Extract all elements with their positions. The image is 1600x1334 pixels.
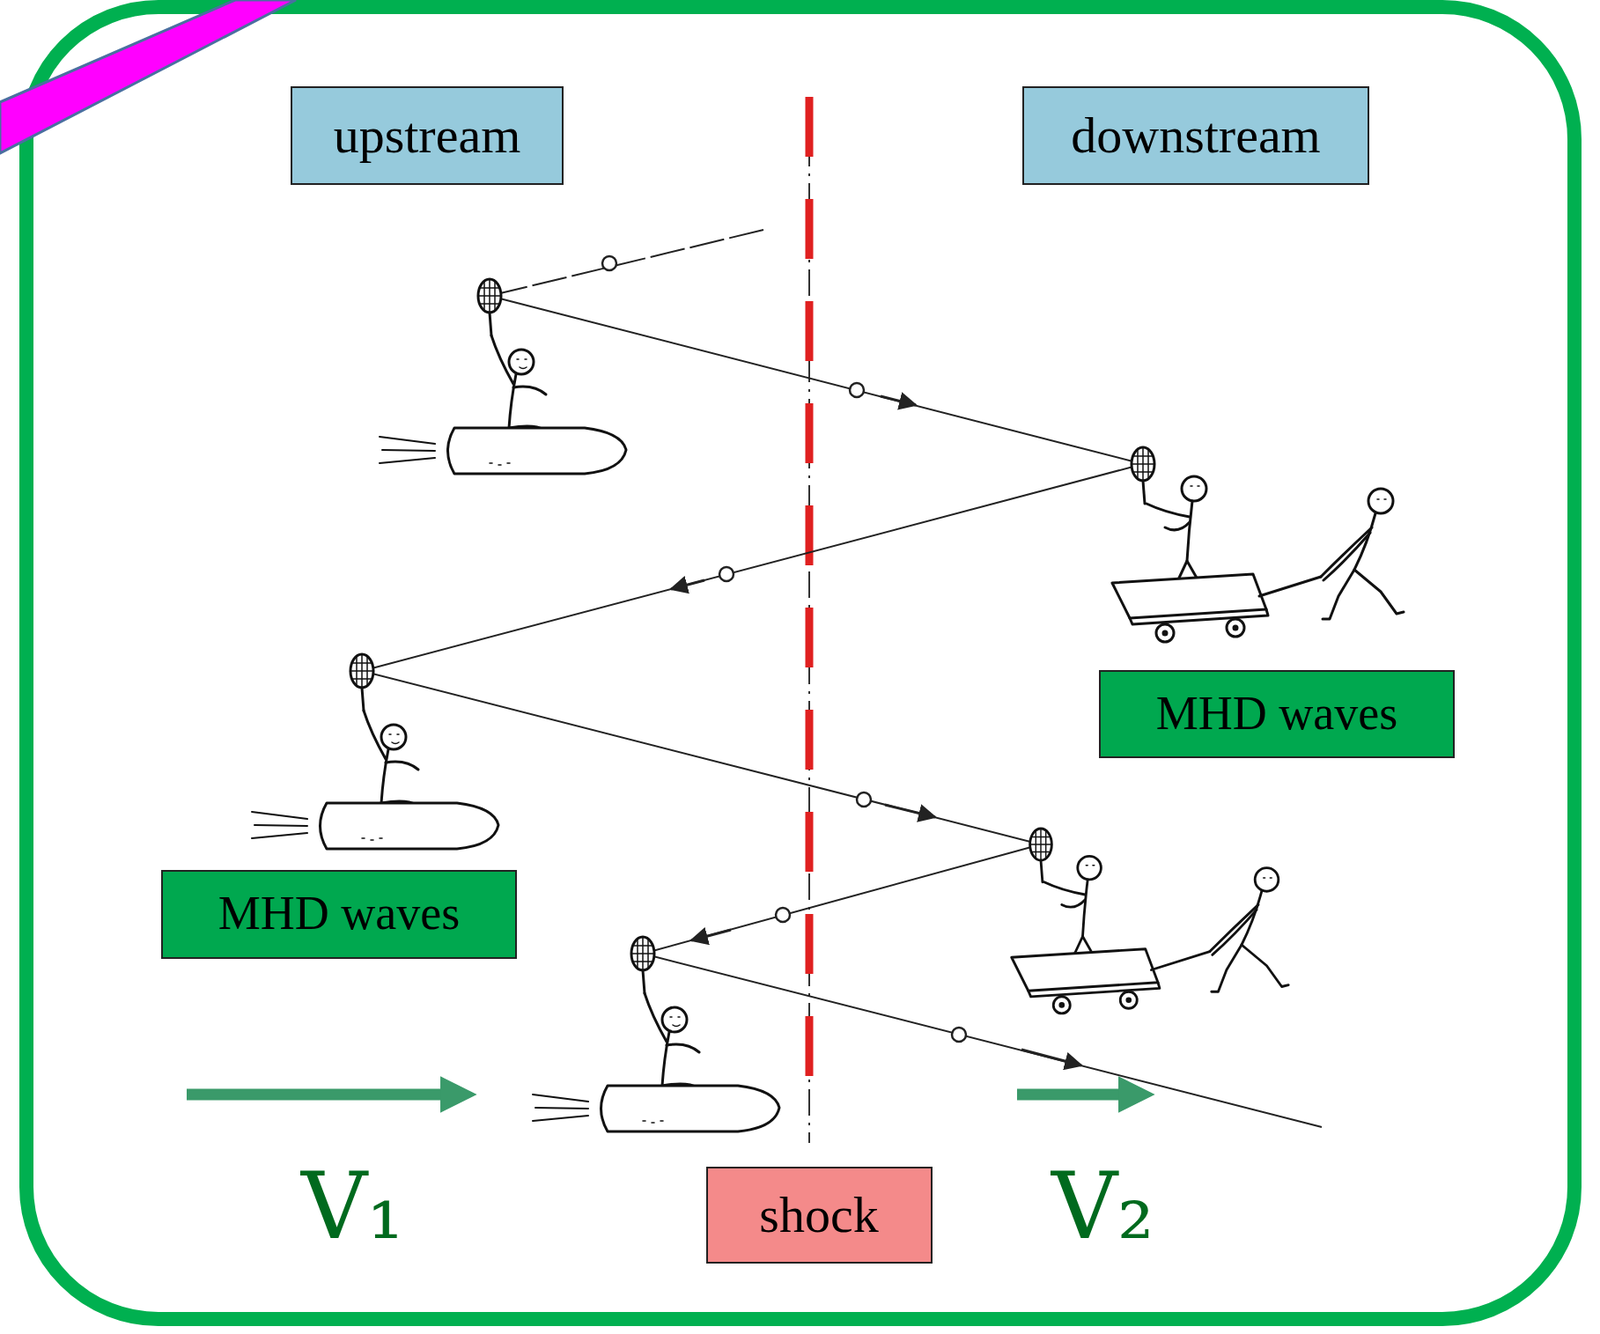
velocity-label: V₂: [1051, 1160, 1155, 1253]
particle-arrows: [691, 929, 731, 941]
particle-ball: [775, 907, 790, 922]
shock-front: [809, 96, 811, 1143]
particle-path: [489, 229, 764, 296]
box-label: shock: [759, 1187, 878, 1244]
particle-ball: [856, 792, 871, 807]
particle-arrows: [880, 396, 916, 406]
particle-arrows: [1021, 1049, 1082, 1066]
particle-ball: [849, 383, 864, 398]
box-label: MHD waves: [1156, 687, 1398, 740]
particle-ball: [719, 567, 734, 582]
box-label: MHD waves: [218, 887, 460, 940]
upstream-scatterer: [251, 654, 499, 849]
wave-box: MHD waves: [161, 870, 517, 959]
downstream-scatterer: [1011, 828, 1289, 1014]
box-label: upstream: [333, 107, 522, 164]
upstream-scatterer: [532, 936, 780, 1132]
page-frame: [26, 7, 1575, 1320]
region-box: upstream: [290, 86, 564, 185]
particle-ball: [951, 1027, 966, 1042]
wave-box: MHD waves: [1098, 670, 1455, 759]
downstream-scatterer: [1011, 447, 1404, 1014]
upstream-scatterer: [251, 279, 780, 1132]
corner-stripe: [0, 0, 296, 154]
particle-arrows: [670, 580, 705, 590]
box-label: downstream: [1070, 107, 1321, 164]
region-box: downstream: [1022, 86, 1370, 185]
corner-stripe: [0, 0, 296, 154]
flow-arrow: [186, 1089, 463, 1101]
particle-arrows: [884, 804, 936, 818]
page-frame: [26, 7, 1575, 1320]
upstream-scatterer: [379, 279, 627, 474]
velocity-label: V₁: [301, 1160, 405, 1253]
particle-ball: [602, 256, 966, 1042]
shock-box: shock: [706, 1166, 933, 1264]
shock-front: [808, 96, 811, 1143]
particle-ball: [602, 256, 617, 271]
flow-arrow: [1017, 1089, 1141, 1101]
shock-front: [805, 96, 814, 1092]
flow-arrow: [186, 1089, 1141, 1101]
downstream-scatterer: [1112, 447, 1404, 642]
